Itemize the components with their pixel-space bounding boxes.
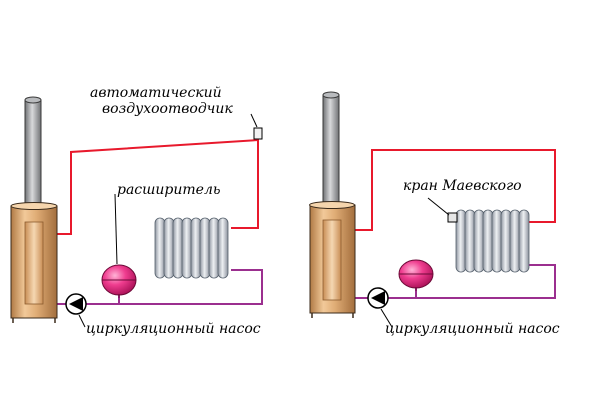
- mayevsky-valve-right: [447, 212, 458, 223]
- chimney-right: [322, 91, 340, 207]
- air-vent-left: [250, 113, 263, 140]
- radiator-right: [455, 209, 530, 273]
- return-pipe-left: [56, 269, 263, 305]
- mayevsky-valve-leader: [427, 197, 450, 216]
- scheme-right: [309, 91, 556, 328]
- circulation-pump-right: [367, 287, 389, 309]
- pump-left-label: циркуляционный насос: [86, 321, 261, 337]
- chimney-left: [24, 96, 42, 209]
- supply-pipe-right: [353, 149, 556, 231]
- air-vent-label-line2: воздухоотводчик: [102, 101, 233, 117]
- boiler-left: [10, 202, 58, 323]
- expansion-tank-left: [101, 264, 137, 298]
- circulation-pump-left: [65, 293, 87, 315]
- return-pipe-right: [355, 264, 556, 299]
- scheme-left: [10, 96, 263, 328]
- mayevsky-valve-label: кран Маевского: [403, 178, 522, 194]
- expander-leader: [114, 193, 118, 265]
- pump-right-label: циркуляционный насос: [385, 321, 560, 337]
- radiator-left: [154, 217, 229, 279]
- supply-pipe-left: [56, 138, 259, 235]
- pump-right-leader: [380, 308, 393, 328]
- pump-left-leader: [78, 314, 86, 328]
- expansion-tank-right: [398, 259, 434, 291]
- expander-label: расширитель: [117, 182, 221, 198]
- boiler-right: [309, 201, 356, 318]
- air-vent-label-line1: автоматический: [90, 85, 222, 101]
